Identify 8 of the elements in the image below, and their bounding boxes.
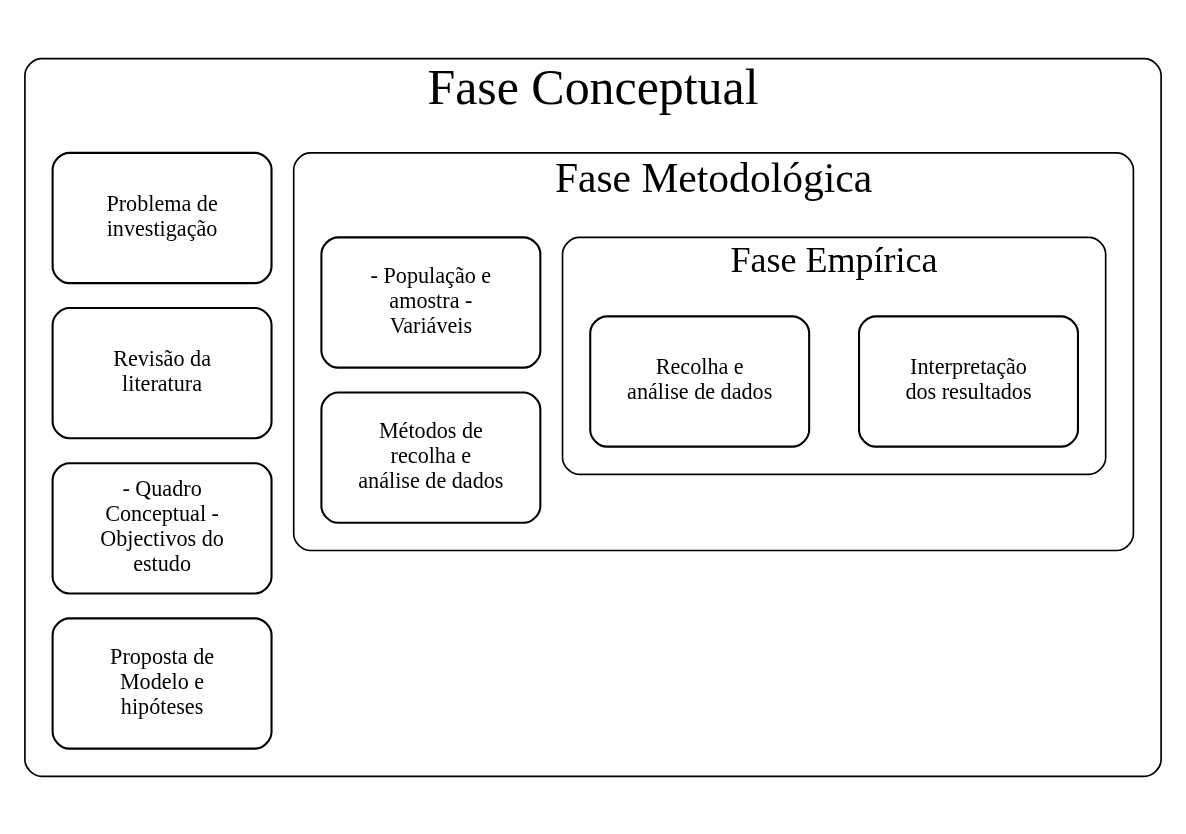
node-box: - População e amostra - Variáveis [320, 235, 542, 369]
node-box: Problema de investigação [51, 151, 273, 284]
node-box: - Quadro Conceptual - Objectivos do estudo [51, 461, 273, 594]
node-box: Revisão da literatura [51, 306, 273, 439]
node-box: Recolha e análise de dados [589, 314, 811, 448]
node-box: Métodos de recolha e análise de dados [320, 391, 542, 524]
node-box: Proposta de Modelo e hipóteses [51, 616, 273, 750]
node-box: Interpretação dos resultados [858, 314, 1079, 448]
